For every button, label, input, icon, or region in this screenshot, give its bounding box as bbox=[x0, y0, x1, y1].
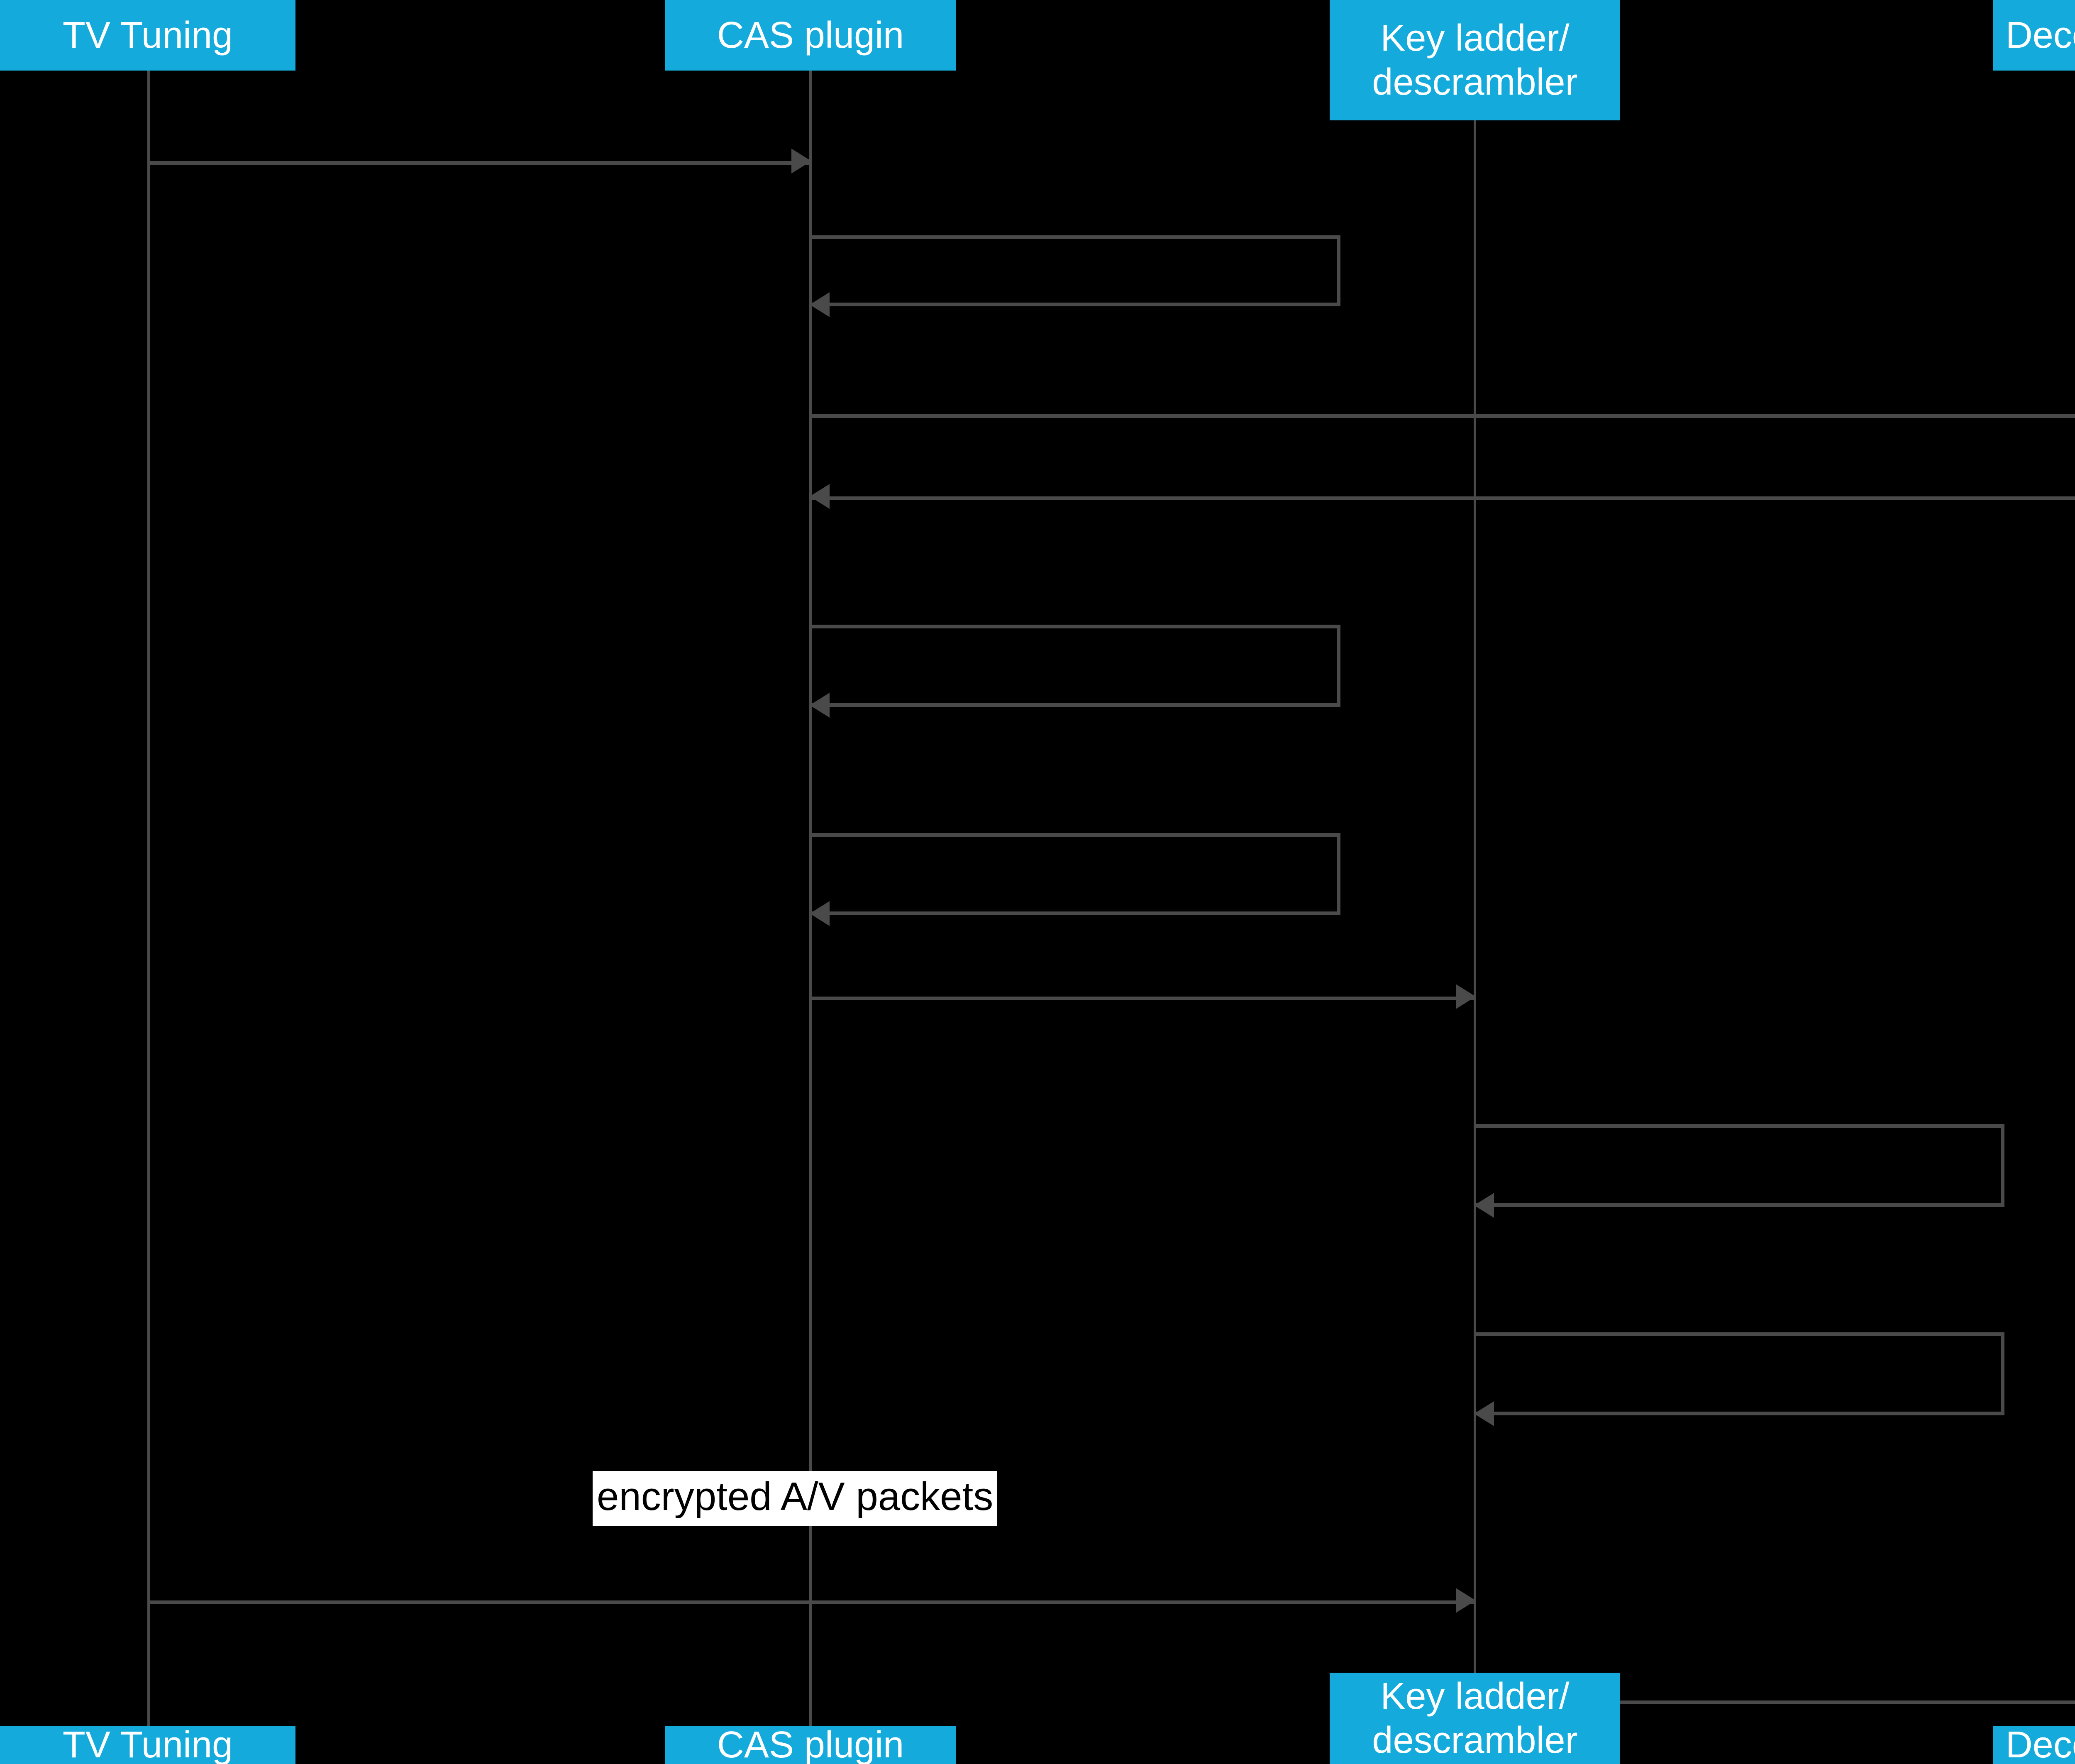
arrow-head-left-8 bbox=[1474, 1193, 1494, 1218]
message-line-3 bbox=[810, 414, 2075, 418]
message-label-10: encrypted A/V packets bbox=[593, 1471, 998, 1526]
self-call-keylad-8 bbox=[1475, 1124, 2004, 1207]
lifeline-tv bbox=[147, 71, 150, 1726]
self-call-cas-6 bbox=[810, 833, 1340, 915]
self-call-keylad-9 bbox=[1475, 1332, 2004, 1415]
message-line-1 bbox=[149, 161, 810, 165]
participant-box-top-keylad[interactable]: Key ladder/ descrambler bbox=[1330, 0, 1620, 120]
message-line-11 bbox=[1475, 1700, 2075, 1704]
arrow-head-left-6 bbox=[810, 901, 830, 926]
participant-box-top-cas[interactable]: CAS plugin bbox=[665, 0, 956, 71]
arrow-head-left-4 bbox=[810, 484, 830, 509]
message-line-10 bbox=[149, 1600, 1475, 1604]
participant-box-bottom-decode[interactable]: Decode, display bbox=[1993, 1724, 2075, 1764]
arrow-head-right-7 bbox=[1456, 984, 1476, 1009]
message-line-7 bbox=[810, 997, 1475, 1000]
self-call-cas-2 bbox=[810, 235, 1340, 306]
participant-box-bottom-cas[interactable]: CAS plugin bbox=[665, 1724, 956, 1764]
participant-box-bottom-tv[interactable]: TV Tuning bbox=[0, 1724, 295, 1764]
lifeline-keylad bbox=[1474, 120, 1476, 1673]
arrow-head-left-9 bbox=[1474, 1401, 1494, 1426]
arrow-head-right-1 bbox=[791, 149, 811, 173]
arrow-head-right-10 bbox=[1456, 1588, 1476, 1613]
participant-box-top-decode[interactable]: Decode, display bbox=[1993, 0, 2075, 71]
arrow-head-left-5 bbox=[810, 693, 830, 718]
participant-box-bottom-keylad[interactable]: Key ladder/ descrambler bbox=[1330, 1673, 1620, 1764]
self-call-cas-5 bbox=[810, 625, 1340, 707]
participant-box-top-tv[interactable]: TV Tuning bbox=[0, 0, 295, 71]
lifeline-cas bbox=[809, 71, 812, 1726]
message-line-4 bbox=[810, 496, 2075, 500]
arrow-head-left-2 bbox=[810, 292, 830, 317]
